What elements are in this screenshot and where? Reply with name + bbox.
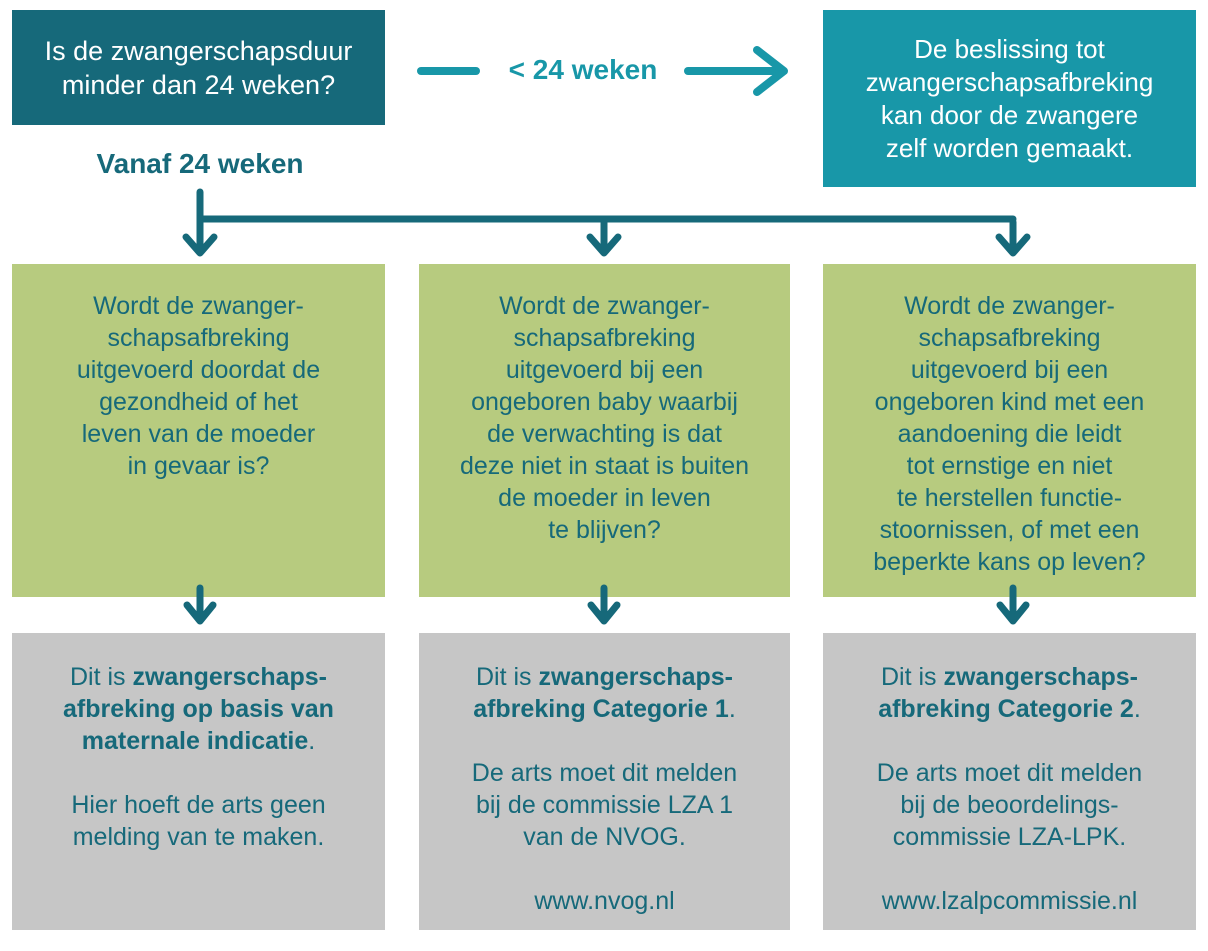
arrow-down-icon	[182, 215, 218, 257]
question-category-2-box: Wordt de zwanger- schapsafbreking uitgev…	[823, 264, 1196, 597]
edge-label-from-24-weeks: Vanaf 24 weken	[96, 148, 304, 179]
arrow-down-icon	[586, 218, 622, 257]
decision-by-pregnant-woman-box: De beslissing tot zwangerschapsafbreking…	[823, 10, 1196, 187]
question-category-1-box: Wordt de zwanger- schapsafbreking uitgev…	[419, 264, 790, 597]
duration-question-box: Is de zwangerschapsduur minder dan 24 we…	[12, 10, 385, 125]
edge-label-under-24-weeks: < 24 weken	[508, 54, 658, 85]
outcome-maternal-indication-box: Dit is zwangerschaps- afbreking op basis…	[12, 633, 385, 930]
arrow-down-icon	[995, 218, 1031, 257]
outcome-category-1-box: Dit is zwangerschaps- afbreking Categori…	[419, 633, 790, 930]
outcome-category-2-box: Dit is zwangerschaps- afbreking Categori…	[823, 633, 1196, 930]
arrow-right-icon	[684, 46, 788, 96]
question-maternal-indication-box: Wordt de zwanger- schapsafbreking uitgev…	[12, 264, 385, 597]
